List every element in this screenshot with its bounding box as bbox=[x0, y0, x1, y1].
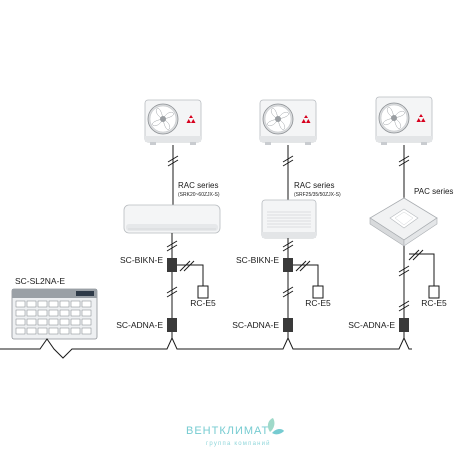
adapter-box-2 bbox=[283, 318, 293, 332]
remote-label-1: RC-E5 bbox=[190, 298, 216, 308]
interface-box-1 bbox=[167, 258, 177, 272]
series-label-1: RAC series bbox=[178, 181, 218, 190]
outdoor-indoor-links bbox=[167, 145, 410, 205]
remote-box-3 bbox=[428, 285, 440, 299]
model-range-1: (SRK20~60ZJX-S) bbox=[178, 192, 220, 198]
adapter-box-1 bbox=[167, 318, 177, 332]
watermark-tagline: группа компаний bbox=[206, 440, 271, 447]
indoor-unit-wall bbox=[123, 204, 221, 234]
remote-box-2 bbox=[312, 285, 324, 299]
interface-box-2 bbox=[283, 258, 293, 272]
outdoor-unit-1 bbox=[144, 99, 202, 145]
indoor-unit-floor-console bbox=[261, 199, 317, 239]
adapter-label-3: SC-ADNA-E bbox=[348, 320, 395, 330]
outdoor-unit-3 bbox=[375, 96, 433, 145]
remote-label-3: RC-E5 bbox=[421, 298, 447, 308]
controller-label: SC-SL2NA-E bbox=[15, 276, 65, 286]
outdoor-unit-2 bbox=[259, 99, 317, 145]
superlink-bus bbox=[0, 336, 412, 359]
watermark-brand: ВЕНТКЛИМАТ bbox=[186, 425, 269, 437]
model-range-2: (SRF25/35/50ZJX-S) bbox=[294, 192, 341, 198]
watermark-leaf-icon bbox=[267, 418, 284, 435]
series-label-3: PAC series bbox=[414, 187, 453, 196]
remote-box-1 bbox=[197, 285, 209, 299]
series-label-2: RAC series bbox=[294, 181, 334, 190]
adapter-box-3 bbox=[399, 318, 409, 332]
indoor-unit-cassette bbox=[369, 197, 438, 247]
central-controller-device bbox=[11, 288, 98, 340]
remote-label-2: RC-E5 bbox=[305, 298, 331, 308]
interface-label-1: SC-BIKN-E bbox=[120, 255, 163, 265]
watermark: ВЕНТКЛИМАТ группа компаний bbox=[186, 418, 284, 447]
adapter-label-1: SC-ADNA-E bbox=[116, 320, 163, 330]
adapter-label-2: SC-ADNA-E bbox=[232, 320, 279, 330]
interface-label-2: SC-BIKN-E bbox=[236, 255, 279, 265]
